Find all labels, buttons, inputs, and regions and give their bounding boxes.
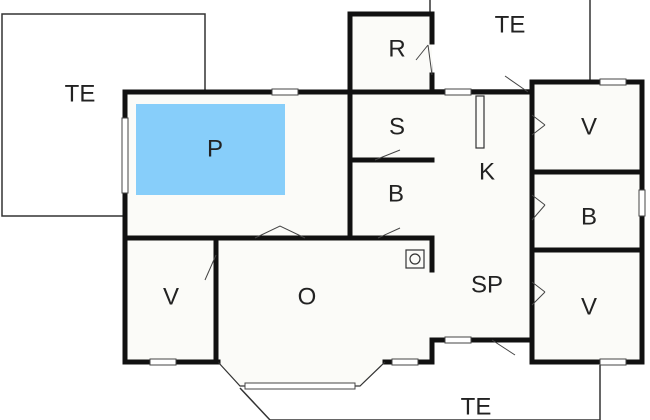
bedroom-ne-label: V xyxy=(581,113,597,140)
windows xyxy=(121,78,646,390)
living-label: O xyxy=(298,283,317,310)
pool-label: P xyxy=(207,135,223,162)
fireplace xyxy=(405,249,425,269)
terrace-ne-label: TE xyxy=(495,11,526,38)
terrace-nw-label: TE xyxy=(65,80,96,107)
storage-label: R xyxy=(388,35,405,62)
dining-label: SP xyxy=(471,271,503,298)
room-labels: TE TE TE P R S B K V B V V O SP xyxy=(65,11,597,420)
kitchen-column xyxy=(475,95,485,149)
pool-water xyxy=(136,104,285,195)
sauna-label: S xyxy=(389,113,405,140)
terrace-s-label: TE xyxy=(461,393,492,420)
interior-walls xyxy=(122,89,645,365)
doors xyxy=(204,44,546,356)
bedroom-se-label: V xyxy=(581,293,597,320)
terrace-s-area xyxy=(239,365,601,420)
kitchen-label: K xyxy=(479,158,495,185)
bath-center-label: B xyxy=(388,180,404,207)
bedroom-w-label: V xyxy=(163,283,179,310)
bath-east-label: B xyxy=(581,203,597,230)
